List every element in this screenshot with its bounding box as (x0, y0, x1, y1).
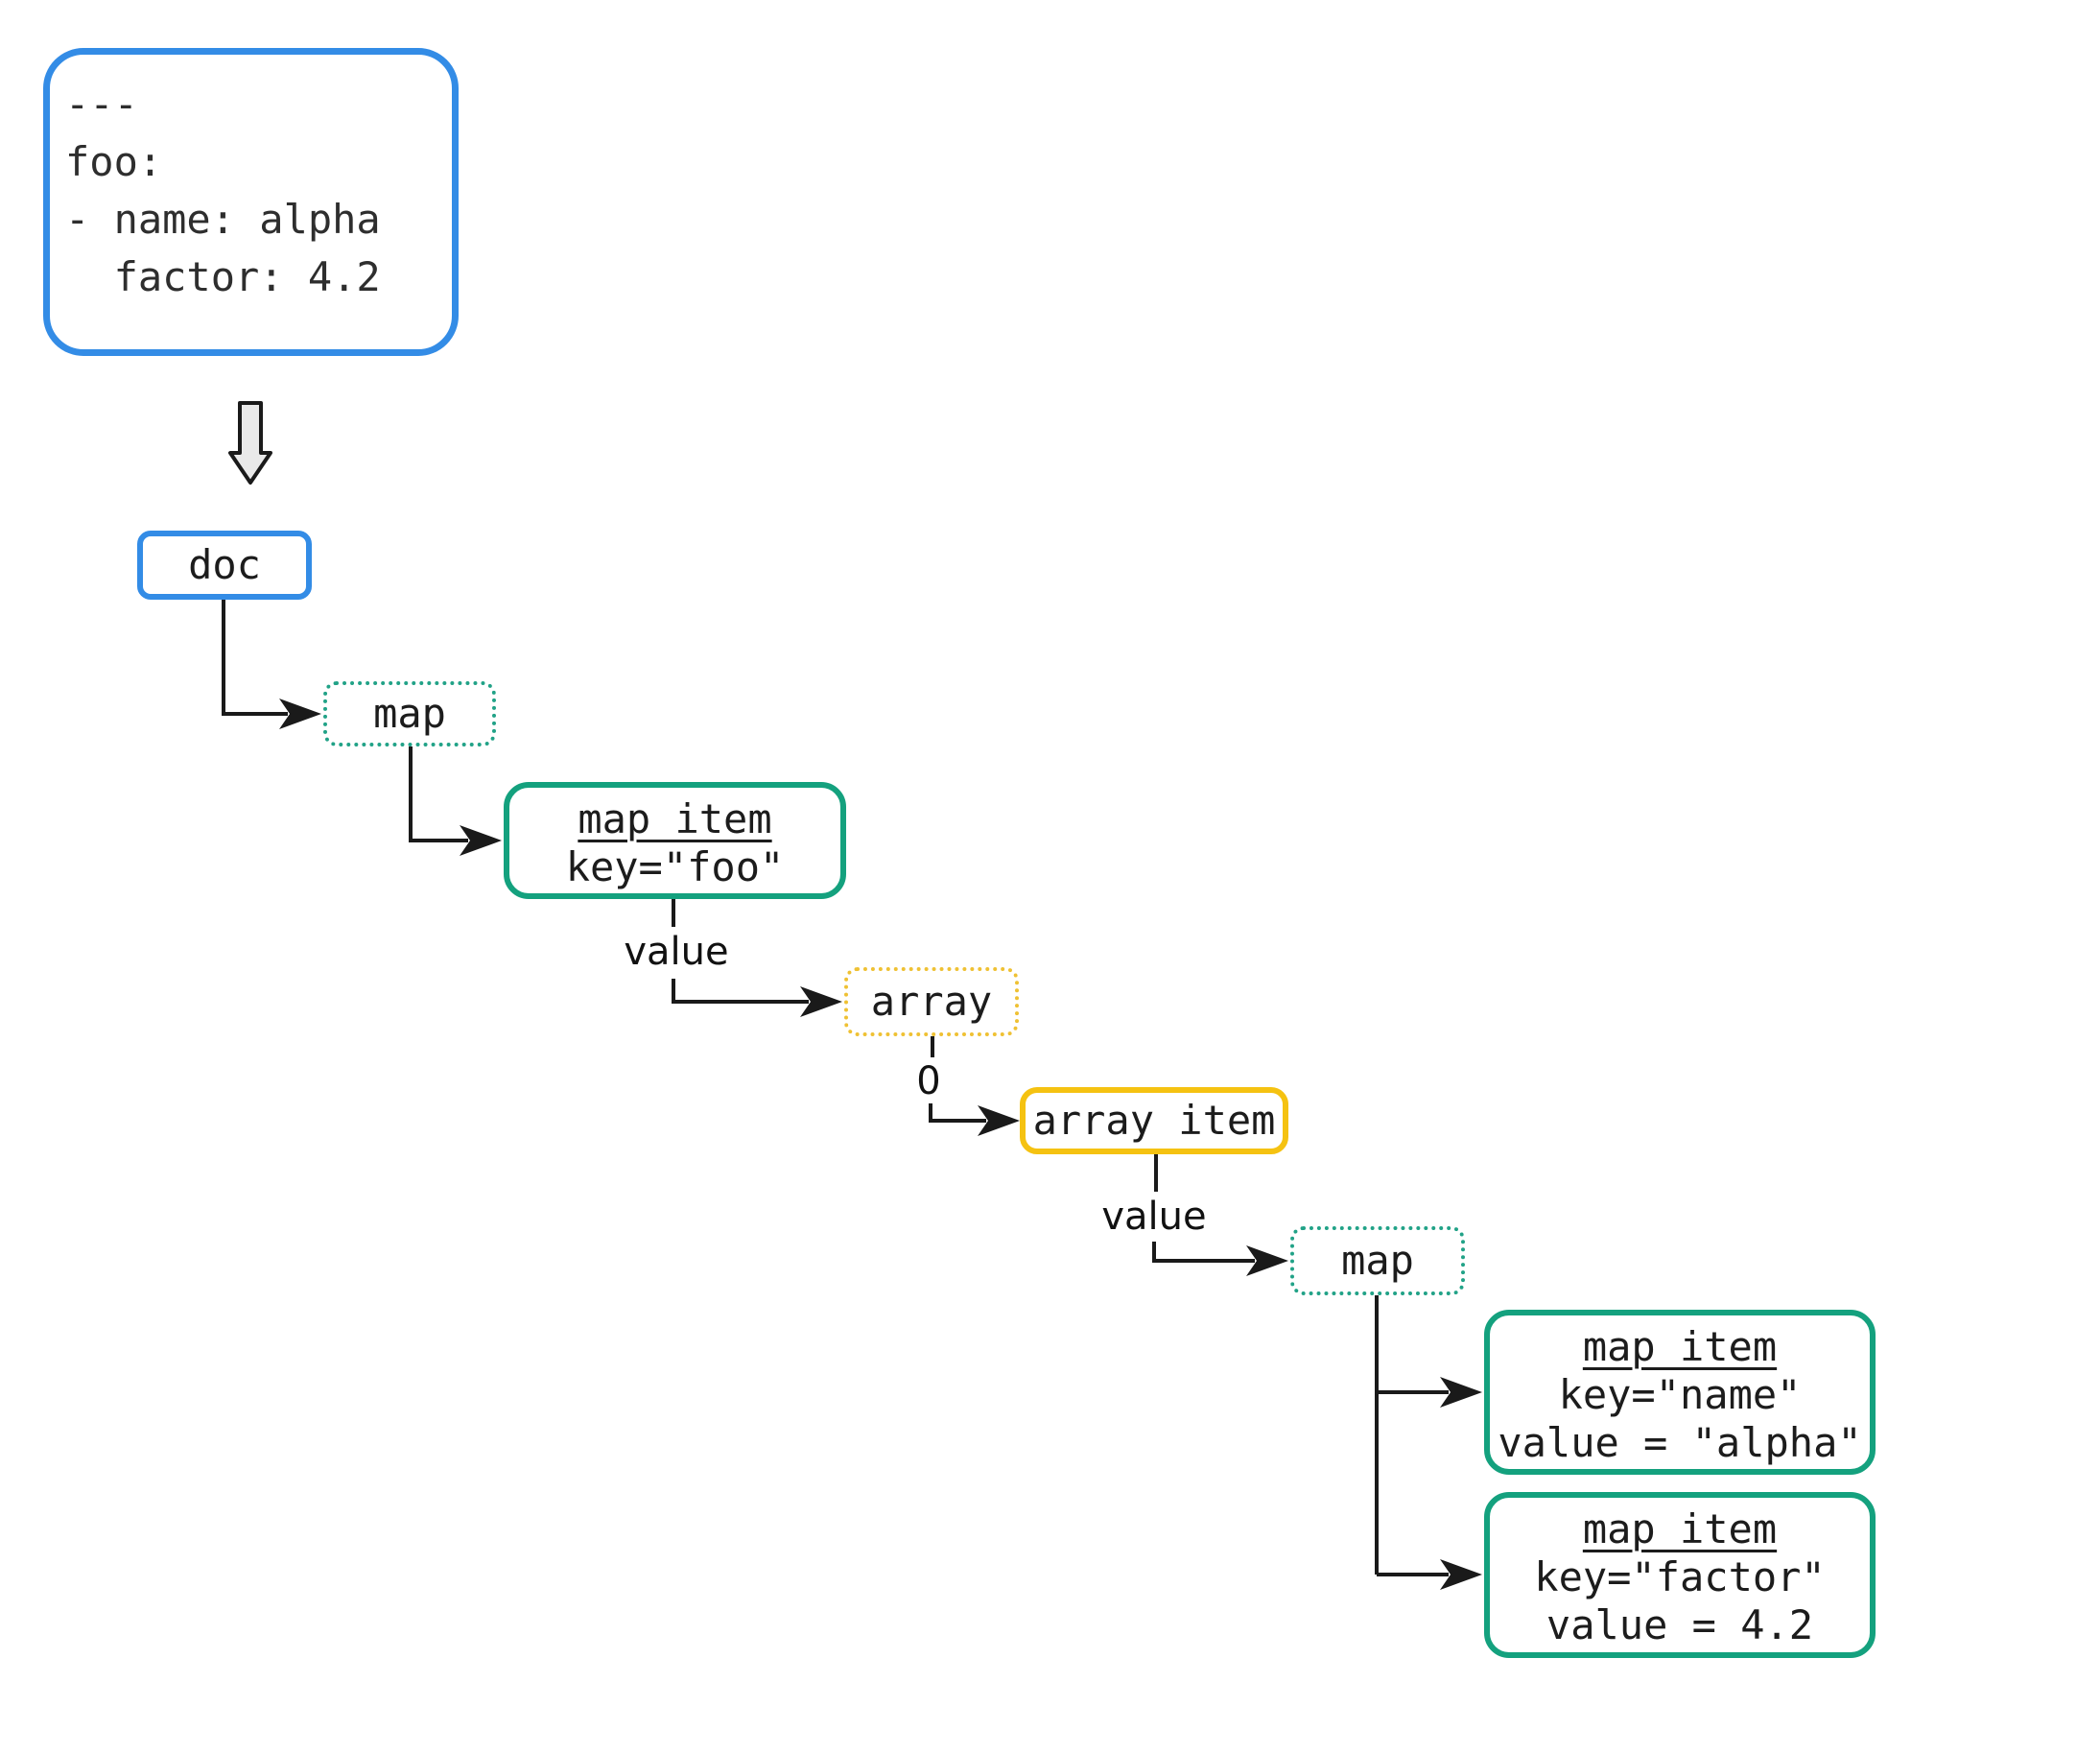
node-array-item: array item (1020, 1087, 1288, 1154)
node-map-item-name-title: map item (1582, 1323, 1778, 1370)
yaml-source-line: - name: alpha (65, 196, 381, 243)
node-map-item-factor: map item key="factor" value = 4.2 (1484, 1492, 1876, 1658)
node-array-item-label: array item (1032, 1097, 1276, 1144)
node-map-item-foo-key: key="foo" (565, 843, 785, 890)
edge-label-value-foo: value (624, 930, 729, 974)
node-map-item-foo: map item key="foo" (504, 782, 846, 899)
node-map-item-name-value: value = "alpha" (1498, 1419, 1862, 1466)
yaml-source-line: --- (65, 81, 138, 128)
yaml-source-line: factor: 4.2 (65, 253, 381, 300)
node-map-root: map (323, 681, 496, 746)
node-array: array (844, 967, 1019, 1036)
node-map-item-factor-value: value = 4.2 (1546, 1601, 1814, 1648)
yaml-source-line: foo: (65, 138, 163, 185)
yaml-source-box: --- foo: - name: alpha factor: 4.2 (43, 48, 459, 356)
node-doc-label: doc (188, 541, 261, 588)
node-map-nested: map (1290, 1226, 1465, 1295)
node-map-root-label: map (373, 690, 446, 737)
edge-label-value-array-item: value (1101, 1195, 1207, 1239)
node-map-item-name-key: key="name" (1558, 1371, 1802, 1418)
down-arrow-icon (228, 401, 272, 485)
node-map-item-factor-key: key="factor" (1534, 1553, 1826, 1600)
node-map-item-foo-title: map item (578, 795, 772, 842)
node-map-nested-label: map (1341, 1237, 1414, 1284)
node-map-item-factor-title: map item (1582, 1505, 1778, 1552)
node-map-item-name: map item key="name" value = "alpha" (1484, 1310, 1876, 1475)
edge-label-index-0: 0 (916, 1059, 941, 1103)
node-array-label: array (870, 978, 993, 1025)
node-doc: doc (137, 531, 312, 600)
